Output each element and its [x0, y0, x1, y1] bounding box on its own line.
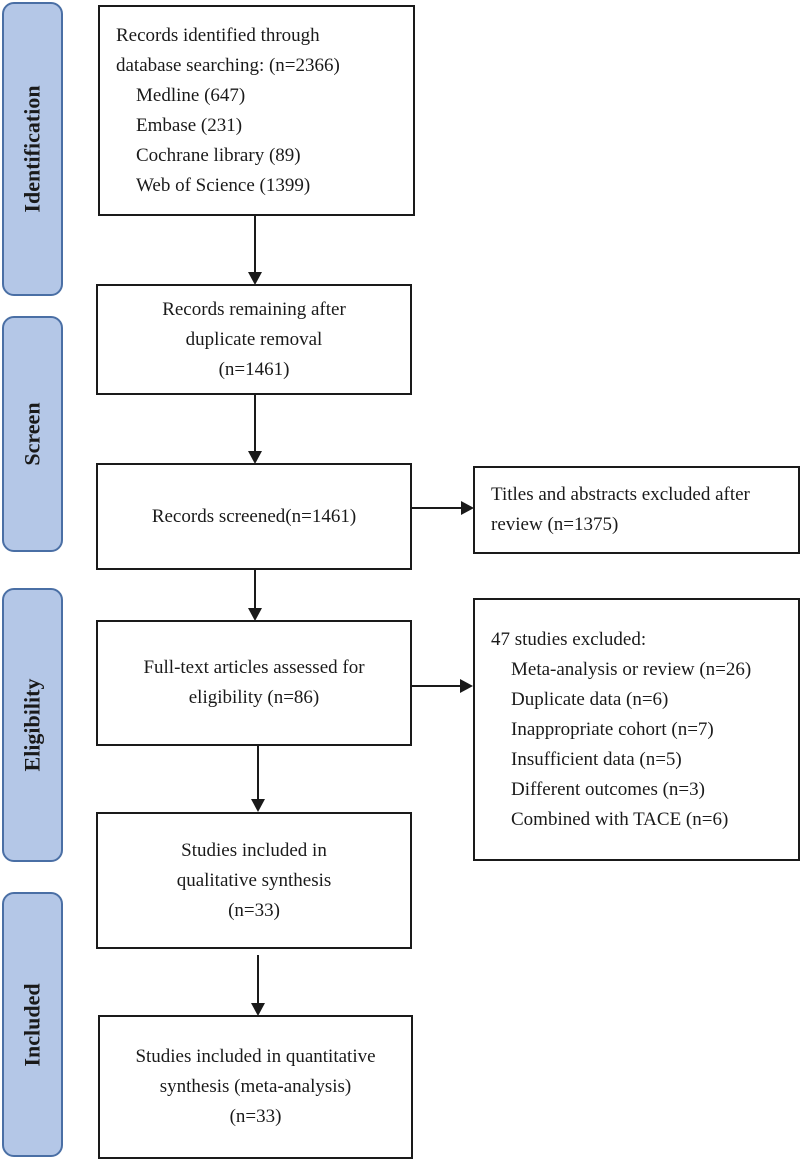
text-line: eligibility (n=86)	[188, 687, 320, 708]
qualitative-box: Studies included in qualitative synthesi…	[96, 812, 412, 949]
stage-label: Screen	[19, 402, 45, 466]
exclusion-reason: Inappropriate cohort (n=7)	[511, 718, 714, 740]
records-identified-box: Records identified through database sear…	[98, 5, 415, 216]
exclusion-reason: Combined with TACE (n=6)	[511, 808, 729, 830]
stage-eligibility: Eligibility	[2, 588, 63, 862]
arrow-down	[248, 570, 262, 621]
source-medline: Medline (647)	[136, 84, 246, 106]
arrow-down	[251, 746, 265, 812]
exclusion-reason: Different outcomes (n=3)	[511, 778, 705, 800]
text-line: Full-text articles assessed for	[143, 657, 365, 678]
text-line: Studies included in quantitative	[135, 1046, 376, 1067]
text-line: synthesis (meta-analysis)	[159, 1076, 352, 1097]
records-screened-box: Records screened(n=1461)	[96, 463, 412, 570]
stage-label: Included	[19, 982, 45, 1067]
exclusion-reason: Meta-analysis or review (n=26)	[511, 658, 752, 680]
arrow-down	[248, 395, 262, 464]
fulltext-excluded-box: 47 studies excluded: Meta-analysis or re…	[473, 598, 800, 861]
text-line: Records screened(n=1461)	[151, 505, 357, 527]
stage-screen: Screen	[2, 316, 63, 552]
exclusion-reason: Insufficient data (n=5)	[511, 748, 682, 770]
text-line: (n=1461)	[218, 358, 290, 380]
text-line: Titles and abstracts excluded after	[491, 484, 750, 505]
source-wos: Web of Science (1399)	[136, 174, 311, 196]
stage-identification: Identification	[2, 2, 63, 296]
exclusion-reason: Duplicate data (n=6)	[511, 688, 669, 710]
text-line: review (n=1375)	[491, 514, 619, 535]
arrow-right	[412, 501, 474, 515]
source-embase: Embase (231)	[136, 114, 243, 136]
text-line: (n=33)	[229, 1106, 282, 1127]
text-line: (n=33)	[228, 899, 280, 921]
screen-excluded-box: Titles and abstracts excluded after revi…	[473, 466, 800, 554]
source-cochrane: Cochrane library (89)	[136, 144, 301, 166]
stage-included: Included	[2, 892, 63, 1157]
arrow-down	[248, 216, 262, 285]
duplicate-removal-box: Records remaining after duplicate remova…	[96, 284, 412, 395]
text-line: Records identified through	[116, 24, 320, 46]
arrow-right	[412, 679, 473, 693]
text-line: Studies included in	[181, 839, 327, 861]
text-line: qualitative synthesis	[176, 869, 332, 891]
text-line: Records remaining after	[162, 298, 346, 320]
text-line: database searching: (n=2366)	[116, 54, 340, 76]
fulltext-box: Full-text articles assessed for eligibil…	[96, 620, 412, 746]
arrow-down	[251, 955, 265, 1016]
text-line: duplicate removal	[185, 328, 323, 350]
quantitative-box: Studies included in quantitative synthes…	[98, 1015, 413, 1159]
stage-label: Eligibility	[19, 678, 45, 772]
text-line: 47 studies excluded:	[491, 628, 647, 650]
stage-label: Identification	[19, 85, 45, 213]
